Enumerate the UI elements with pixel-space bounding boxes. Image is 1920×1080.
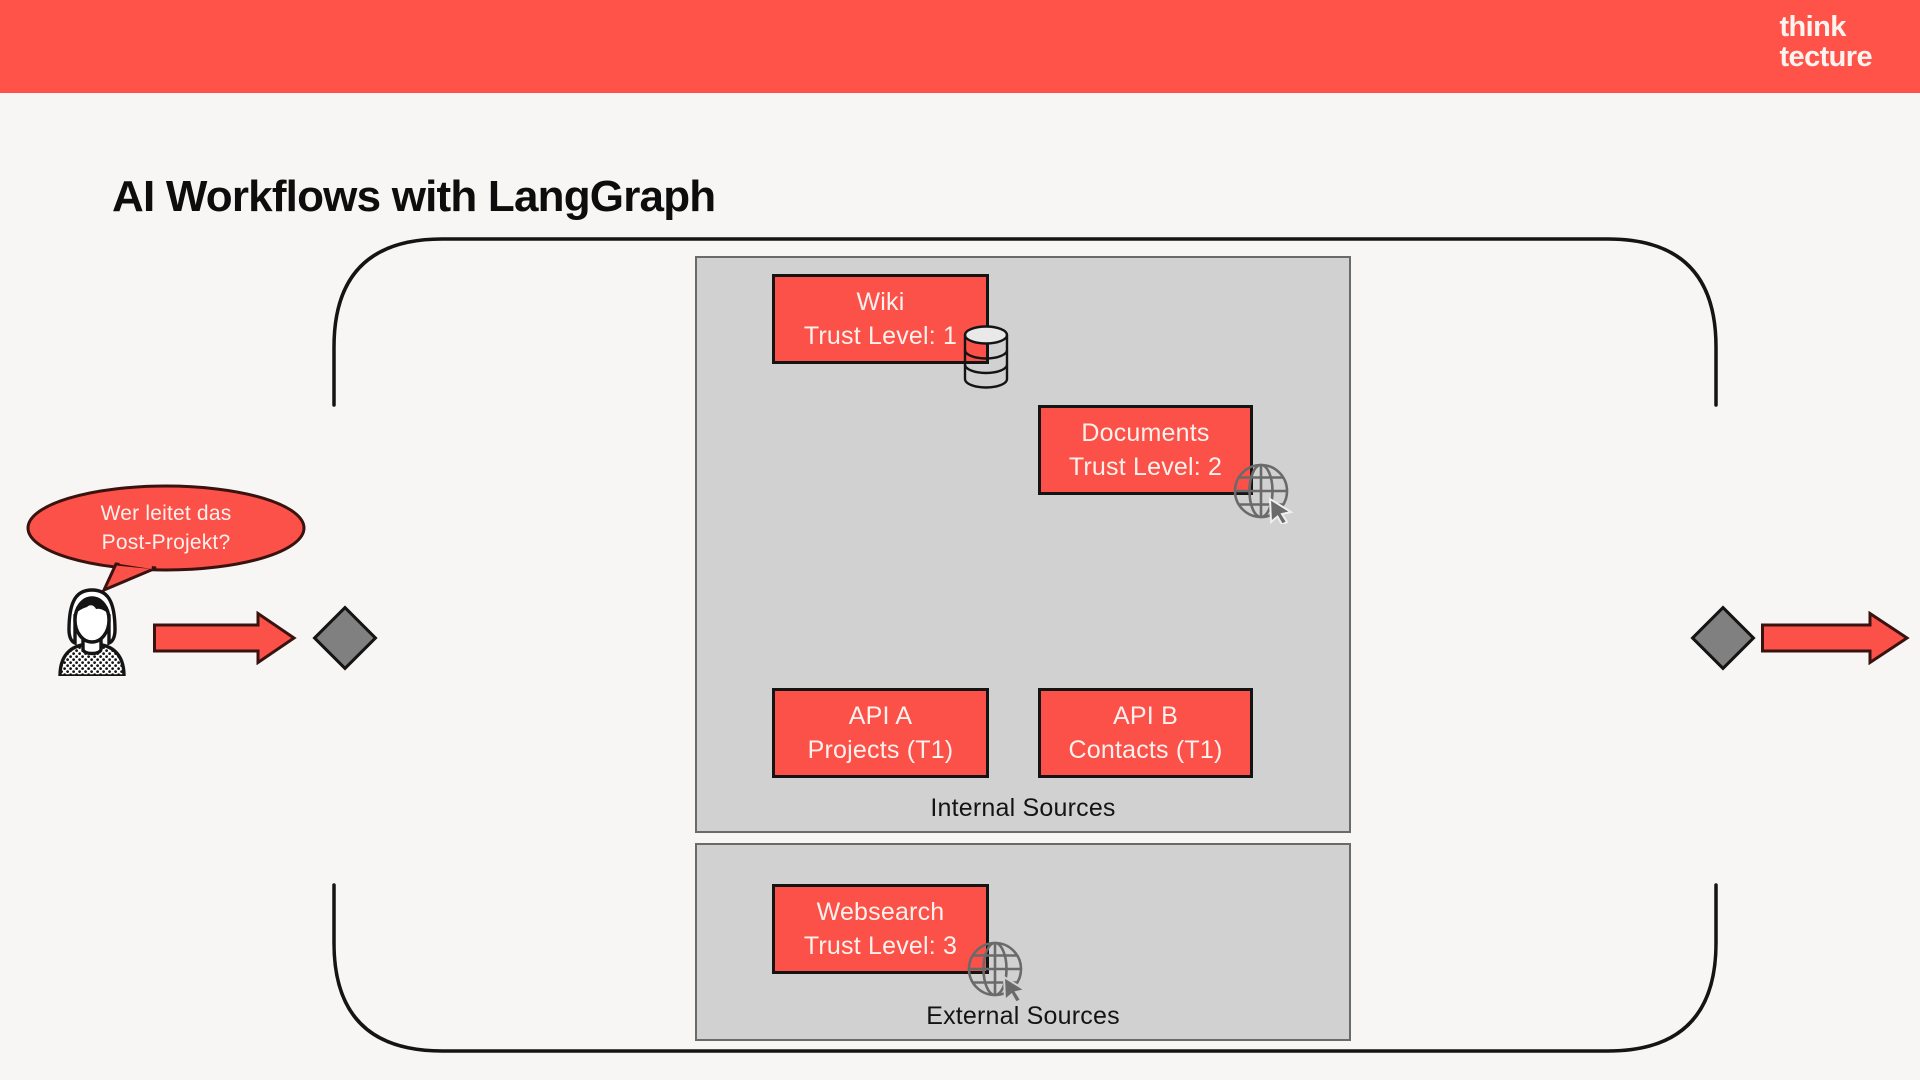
globe-cursor-icon [967,941,1028,1002]
node-wiki-title: Wiki [856,288,905,316]
speech-bubble-shape [26,484,306,592]
logo-line-2: tecture [1779,41,1873,73]
globe-cursor-icon [1233,463,1294,524]
node-documents-title: Documents [1081,419,1210,447]
node-api-b-title: API B [1113,702,1178,730]
node-documents-subtitle: Trust Level: 2 [1068,453,1223,481]
database-icon [963,325,1009,389]
node-wiki-subtitle: Trust Level: 1 [803,322,958,350]
source-node-websearch[interactable]: Websearch Trust Level: 3 [772,884,989,974]
question-arrow [153,611,297,665]
source-node-api-a[interactable]: API A Projects (T1) [772,688,989,778]
source-node-api-b[interactable]: API B Contacts (T1) [1038,688,1253,778]
speech-bubble: Wer leitet das Post-Projekt? [24,482,308,592]
node-api-b-subtitle: Contacts (T1) [1068,736,1223,764]
header-bar: think tecture [0,0,1920,93]
graph-entry-node[interactable] [312,605,378,671]
source-node-wiki[interactable]: Wiki Trust Level: 1 [772,274,989,364]
internal-sources-label: Internal Sources [930,794,1116,822]
node-api-a-title: API A [848,702,913,730]
user-avatar-icon [58,588,126,676]
answer-arrow [1761,611,1910,665]
node-api-a-subtitle: Projects (T1) [807,736,954,764]
graph-exit-node[interactable] [1690,605,1756,671]
node-websearch-title: Websearch [816,898,945,926]
external-sources-label: External Sources [926,1002,1120,1030]
think-tecture-logo: think tecture [1780,12,1873,72]
node-websearch-subtitle: Trust Level: 3 [803,932,958,960]
page-title: AI Workflows with LangGraph [112,172,716,221]
logo-line-1: think [1779,11,1847,43]
source-node-documents[interactable]: Documents Trust Level: 2 [1038,405,1253,495]
